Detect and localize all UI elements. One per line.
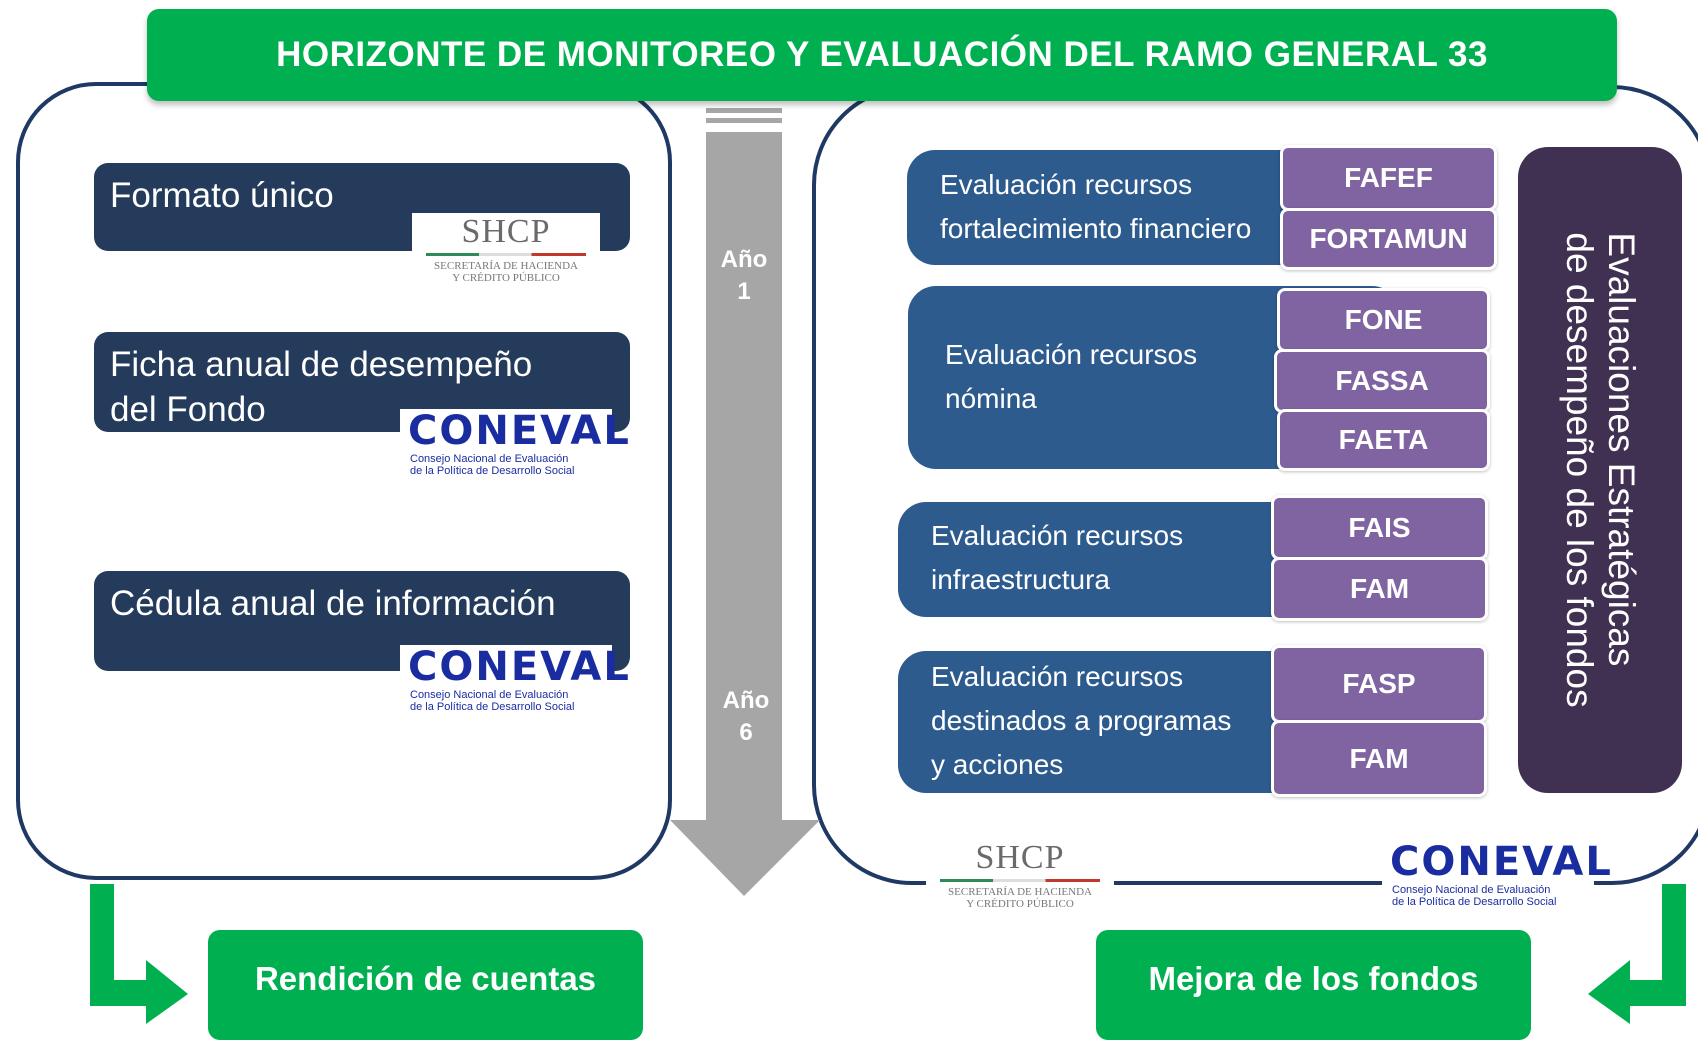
fund-label: FAM [1349, 742, 1409, 774]
evaluation-group-infraestructura [898, 502, 1318, 617]
fund-fassa: FASSA [1274, 349, 1490, 413]
fund-fortamun: FORTAMUN [1280, 208, 1497, 270]
year-start-number: 1 [737, 278, 751, 305]
coneval-logo-line1: Consejo Nacional de Evaluación [410, 689, 569, 701]
fund-label: FORTAMUN [1309, 223, 1468, 254]
fund-label: FONE [1344, 304, 1423, 335]
fund-fasp: FASP [1271, 645, 1487, 723]
coneval-logo-line2: de la Política de Desarrollo Social [410, 465, 575, 477]
shcp-logo-line1: SECRETARÍA DE HACIENDA [948, 886, 1092, 898]
bent-arrow-left-shape [90, 884, 188, 1024]
group-label: Evaluación recursos fortalecimiento fina… [940, 163, 1251, 251]
flag-stripe [426, 253, 586, 256]
group-line: fortalecimiento financiero [940, 213, 1252, 244]
fund-fone: FONE [1277, 288, 1490, 352]
title-text: HORIZONTE DE MONITOREO Y EVALUACIÓN DEL … [276, 35, 1488, 74]
title-banner: HORIZONTE DE MONITOREO Y EVALUACIÓN DEL … [147, 9, 1617, 101]
strategic-line: de desempeño de los fondos [1559, 232, 1600, 708]
fund-fam-infraestructura: FAM [1271, 557, 1488, 621]
card-label: Cédula anual de información [110, 584, 556, 623]
shcp-logo-line2: Y CRÉDITO PÚBLICO [966, 898, 1074, 910]
evaluation-group-programas [898, 651, 1318, 793]
shcp-logo-name: SHCP [461, 213, 551, 250]
group-line: Evaluación recursos [945, 339, 1198, 370]
coneval-logo-line1: Consejo Nacional de Evaluación [410, 453, 569, 465]
fund-fais: FAIS [1271, 495, 1488, 560]
strategic-evaluations-box: Evaluaciones Estratégicas de desempeño d… [1518, 147, 1682, 793]
arrow-body [670, 132, 820, 896]
card-label: Ficha anual de desempeño del Fondo [110, 345, 533, 429]
year-end-number: 6 [739, 719, 753, 746]
bent-arrow-right-icon [1588, 884, 1686, 1024]
outcome-label: Mejora de los fondos [1148, 960, 1479, 997]
coneval-logo-line1: Consejo Nacional de Evaluación [1392, 884, 1551, 896]
outcome-mejora-de-los-fondos: Mejora de los fondos [1096, 930, 1531, 1040]
group-line: Evaluación recursos [940, 169, 1193, 200]
shcp-logo-line1: SECRETARÍA DE HACIENDA [434, 260, 578, 272]
year-end-word: Año [722, 687, 770, 714]
fund-faeta: FAETA [1277, 409, 1490, 471]
fund-fafef: FAFEF [1280, 145, 1497, 211]
card-label: Formato único [110, 176, 334, 215]
shcp-logo: SHCP SECRETARÍA DE HACIENDA Y CRÉDITO PÚ… [926, 839, 1114, 921]
year-start-label: Año 1 [706, 244, 782, 308]
bent-arrow-right-shape [1588, 884, 1686, 1024]
strategic-line: Evaluaciones Estratégicas [1601, 232, 1642, 667]
group-line: y acciones [931, 749, 1064, 780]
flag-stripe [940, 879, 1100, 882]
arrow-top-line [706, 108, 782, 113]
year-end-label: Año 6 [708, 685, 784, 749]
shcp-logo-line2: Y CRÉDITO PÚBLICO [452, 272, 560, 284]
outcome-label: Rendición de cuentas [254, 960, 597, 997]
fund-fam-programas: FAM [1271, 720, 1487, 797]
coneval-logo-name: CONEVAL [408, 408, 631, 454]
shcp-logo: SHCP SECRETARÍA DE HACIENDA Y CRÉDITO PÚ… [412, 213, 600, 295]
group-line: Evaluación recursos [931, 661, 1184, 692]
group-line: destinados a programas [931, 705, 1232, 736]
coneval-logo-line2: de la Política de Desarrollo Social [1392, 896, 1557, 908]
coneval-logo: CONEVAL Consejo Nacional de Evaluación d… [400, 644, 631, 731]
group-label: Evaluación recursos nómina [945, 333, 1197, 421]
group-line: Evaluación recursos [931, 520, 1184, 551]
fund-label: FAIS [1348, 511, 1411, 543]
group-label: Evaluación recursos destinados a program… [931, 655, 1231, 787]
coneval-logo-line2: de la Política de Desarrollo Social [410, 701, 575, 713]
coneval-logo-name: CONEVAL [1390, 839, 1613, 885]
group-line: nómina [945, 383, 1037, 414]
fund-label: FAETA [1338, 424, 1429, 455]
fund-label: FASSA [1335, 365, 1429, 396]
coneval-logo: CONEVAL Consejo Nacional de Evaluación d… [1382, 839, 1613, 918]
group-label: Evaluación recursos infraestructura [931, 514, 1183, 602]
year-start-word: Año [720, 246, 768, 273]
fund-label: FAM [1349, 573, 1410, 604]
fund-label: FASP [1342, 668, 1416, 699]
strategic-evaluations-text: Evaluaciones Estratégicas de desempeño d… [1558, 232, 1642, 707]
arrow-top-line [706, 118, 782, 123]
card-ficha-anual: Ficha anual de desempeño del Fondo [94, 332, 630, 432]
coneval-logo: CONEVAL Consejo Nacional de Evaluación d… [400, 408, 631, 495]
timeline-arrow [670, 108, 820, 896]
group-line: infraestructura [931, 564, 1110, 595]
bent-arrow-left-icon [90, 884, 188, 1024]
evaluation-group-financiero [907, 150, 1327, 265]
coneval-logo-name: CONEVAL [408, 644, 631, 690]
shcp-logo-name: SHCP [975, 839, 1065, 876]
fund-label: FAFEF [1344, 162, 1433, 193]
outcome-rendicion-de-cuentas: Rendición de cuentas [208, 930, 643, 1040]
